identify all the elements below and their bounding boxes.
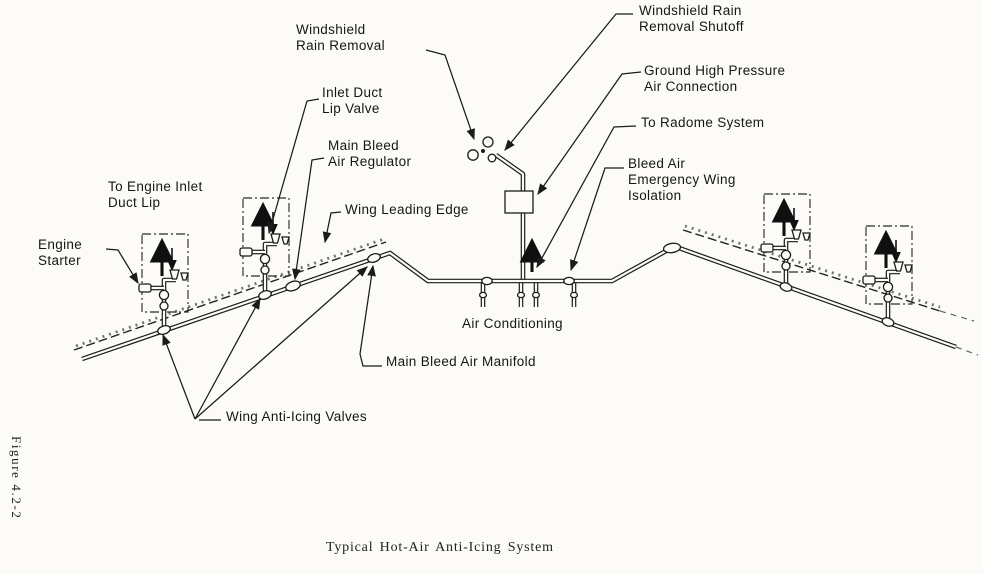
- figure-number: Figure 4.2-2: [9, 436, 24, 520]
- ground-air-connection-fitting: [504, 190, 534, 214]
- wing-leading-edge-right: [682, 224, 975, 322]
- leader-anti-icing-1: [162, 333, 196, 420]
- leader-lines: [105, 13, 642, 421]
- leader-anti-icing-2: [194, 297, 261, 420]
- label-air-conditioning: Air Conditioning: [462, 316, 563, 331]
- leader-inlet-duct-lip-valve: [267, 98, 320, 235]
- leader-wing-leading-edge: [322, 211, 342, 244]
- leader-to-radome: [536, 125, 637, 269]
- label-main-bleed-air-regulator: Main Bleed Air Regulator: [328, 138, 412, 170]
- leader-main-bleed-regulator: [292, 157, 325, 281]
- manifold-fitting: [881, 317, 895, 327]
- bleed-station-right-inboard: [761, 194, 810, 290]
- manifold-fitting: [563, 276, 575, 286]
- air-conditioning-taps: [478, 282, 579, 307]
- label-to-radome-system: To Radome System: [641, 115, 765, 130]
- wing-anti-icing-valve-2: [258, 290, 272, 300]
- bleed-air-manifold: [81, 245, 979, 362]
- label-main-bleed-air-manifold: Main Bleed Air Manifold: [386, 354, 536, 369]
- windshield-rain-removal-valve-icon: [467, 136, 497, 163]
- label-inlet-duct-lip-valve: Inlet Duct Lip Valve: [322, 85, 383, 117]
- wing-anti-icing-valve-3: [367, 253, 381, 263]
- bleed-station-left-outboard: [139, 234, 188, 330]
- label-to-engine-inlet-duct-lip: To Engine Inlet Duct Lip: [108, 179, 203, 211]
- leader-windshield-rain-removal: [425, 49, 475, 141]
- label-wing-anti-icing-valves: Wing Anti-Icing Valves: [226, 409, 368, 424]
- wing-anti-icing-valve-1: [157, 325, 171, 335]
- leader-windshield-shutoff: [504, 13, 633, 151]
- leader-main-bleed-manifold: [359, 264, 382, 367]
- manifold-fitting: [481, 276, 493, 286]
- label-engine-starter: Engine Starter: [38, 237, 83, 269]
- leader-ground-high-pressure: [537, 71, 642, 196]
- label-windshield-rain-removal-shutoff: Windshield Rain Removal Shutoff: [639, 3, 744, 35]
- label-bleed-air-emergency-wing-isolation: Bleed Air Emergency Wing Isolation: [628, 156, 736, 204]
- leader-emergency-isolation: [570, 167, 624, 272]
- wing-leading-edge-left: [73, 237, 387, 351]
- label-wing-leading-edge: Wing Leading Edge: [345, 202, 469, 217]
- leader-engine-starter: [105, 248, 139, 285]
- leader-anti-icing-3: [194, 266, 368, 420]
- label-ground-high-pressure-air-connection: Ground High Pressure Air Connection: [644, 63, 786, 95]
- main-bleed-air-regulator-fitting: [285, 280, 301, 292]
- bleed-station-right-outboard: [863, 226, 912, 322]
- emergency-wing-isolation-valve: [662, 242, 682, 254]
- label-windshield-rain-removal: Windshield Rain Removal: [296, 22, 385, 54]
- figure-caption: Typical Hot-Air Anti-Icing System: [326, 540, 554, 555]
- bleed-station-left-inboard: [240, 198, 289, 294]
- manifold-fitting: [779, 282, 793, 292]
- windshield-supply-pipe: [494, 153, 526, 280]
